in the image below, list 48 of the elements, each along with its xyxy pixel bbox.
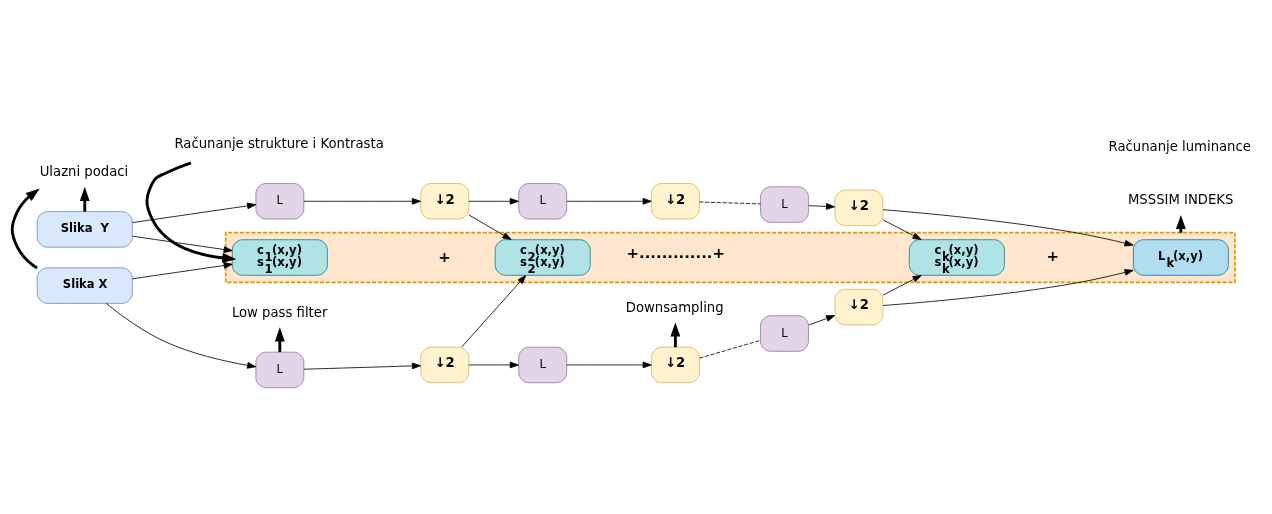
arrow xyxy=(882,208,1134,246)
node-box: Slika Y xyxy=(36,210,133,248)
node-box: L xyxy=(255,351,305,388)
node-box: L xyxy=(255,182,305,219)
node-text: Računanje strukture i Kontrasta xyxy=(174,135,384,151)
arrow xyxy=(808,202,836,210)
arrow xyxy=(132,202,257,223)
arrow xyxy=(461,274,527,347)
node-box: ↓2 xyxy=(420,182,470,219)
node-box: L xyxy=(518,182,568,219)
node-text: MSSSIM INDEKS xyxy=(1127,191,1234,207)
arrow xyxy=(566,361,652,368)
arrow xyxy=(468,361,519,368)
arrow xyxy=(468,197,519,205)
connector xyxy=(699,201,761,204)
node-box: ↓2 xyxy=(651,346,700,383)
arrow xyxy=(468,214,512,240)
label: Računanje luminance xyxy=(1108,138,1251,154)
label: + xyxy=(1046,246,1059,265)
node-box: Slika X xyxy=(36,266,133,304)
node-box: L xyxy=(518,346,568,383)
arrow xyxy=(670,321,681,347)
arrow xyxy=(882,219,922,240)
node-box: ↓2 xyxy=(651,182,700,219)
arrow xyxy=(145,161,237,263)
arrow xyxy=(274,326,285,352)
arrow xyxy=(10,188,40,269)
label: +.............+ xyxy=(626,243,725,262)
arrow xyxy=(566,197,652,205)
node-box: L xyxy=(760,314,809,352)
arrow xyxy=(132,261,233,279)
arrow xyxy=(303,197,421,205)
label: + xyxy=(438,247,451,266)
node-text: Ulazni podaci xyxy=(39,163,129,179)
node-box: ↓2 xyxy=(420,346,470,383)
arrow xyxy=(132,235,233,253)
arrow xyxy=(79,186,90,212)
arrow xyxy=(105,302,257,369)
node-box: L xyxy=(760,185,809,223)
connector xyxy=(699,339,761,359)
arrow xyxy=(882,274,922,295)
arrow xyxy=(808,314,836,325)
node-box: ↓2 xyxy=(834,189,884,226)
node-box: ↓2 xyxy=(834,288,884,325)
node-text: Downsampling xyxy=(625,299,724,315)
node-text: Low pass filter xyxy=(231,304,328,320)
arrow xyxy=(882,268,1134,306)
arrow xyxy=(303,362,421,370)
